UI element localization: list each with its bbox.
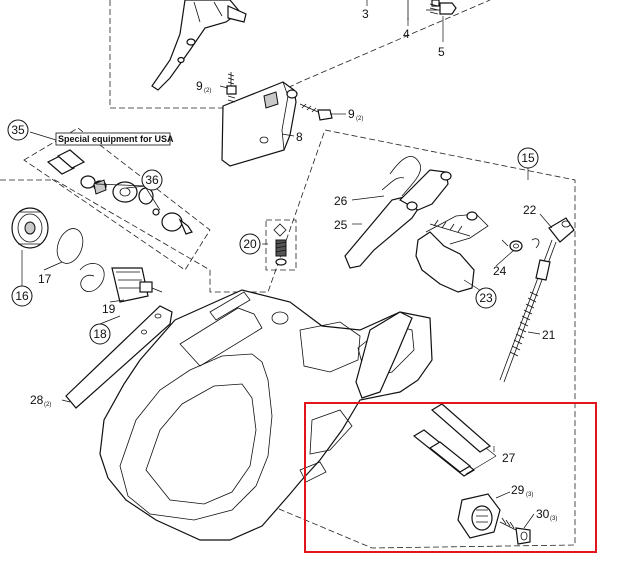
o-ring-part: [56, 228, 84, 264]
clutch-drum-part: [111, 267, 163, 303]
callout-17: 17: [38, 272, 52, 286]
svg-text:36: 36: [145, 173, 159, 187]
spring-kit-part: [265, 219, 297, 271]
callout-36: 36: [141, 169, 163, 191]
callout-20: 20: [239, 233, 261, 255]
callout-18: 18: [89, 323, 111, 345]
svg-text:(2): (2): [204, 88, 211, 94]
top-bracket-part: [151, 0, 247, 91]
callout-5: 5: [438, 45, 445, 59]
callout-35: 35: [7, 119, 29, 141]
svg-text:30: 30: [536, 507, 550, 521]
top-group-frame: [109, 0, 491, 109]
screw-30-part: [499, 517, 531, 545]
svg-text:(2): (2): [356, 116, 363, 122]
adjusting-screw-part: [499, 217, 575, 383]
svg-text:35: 35: [11, 123, 25, 137]
callout-25: 25: [334, 218, 348, 232]
callout-4: 4: [403, 27, 410, 41]
svg-text:23: 23: [479, 291, 493, 305]
callout-23: 23: [475, 287, 497, 309]
svg-text:(2): (2): [44, 402, 51, 408]
screw-9-horizontal: [299, 103, 333, 121]
guide-bar-part: [65, 305, 173, 409]
svg-text:18: 18: [93, 327, 107, 341]
throttle-trigger-part: [344, 156, 452, 269]
callout-28: 28 (2): [30, 393, 51, 408]
svg-text:28: 28: [30, 393, 44, 407]
callout-24: 24: [493, 264, 507, 278]
sprocket-cover-part: [11, 207, 49, 249]
callout-22: 22: [523, 203, 537, 217]
callout-21: 21: [542, 328, 556, 342]
callout-9-right: 9 (2): [348, 107, 363, 122]
usa-special-kit: Special equipment for USA: [46, 132, 193, 235]
svg-text:9: 9: [196, 79, 203, 93]
pins-part: [412, 403, 495, 477]
callout-3: 3: [362, 7, 369, 21]
damper-part: [457, 493, 501, 539]
screw-9-vertical: [226, 72, 237, 103]
callout-15: 15: [517, 147, 539, 169]
svg-text:15: 15: [521, 151, 535, 165]
brake-lever-part: [415, 211, 540, 293]
svg-text:29: 29: [511, 483, 525, 497]
spring-clip-part: [79, 263, 105, 292]
top-screw-part: [407, 0, 457, 20]
callout-26: 26: [334, 194, 348, 208]
main-housing-frame: [0, 129, 576, 549]
callout-19: 19: [102, 302, 116, 316]
svg-text:20: 20: [243, 237, 257, 251]
svg-text:(3): (3): [550, 516, 557, 522]
leader-lines: [21, 0, 553, 529]
highlight-box: [304, 402, 597, 553]
callout-16: 16: [11, 285, 33, 307]
callout-9-upper: 9 (2): [196, 79, 211, 94]
main-housing: [99, 289, 433, 541]
callout-30: 30 (3): [536, 507, 557, 522]
svg-text:9: 9: [348, 107, 355, 121]
svg-text:16: 16: [15, 289, 29, 303]
callout-8: 8: [296, 130, 303, 144]
callout-29: 29 (3): [511, 483, 533, 498]
side-cover-part: [221, 81, 298, 167]
callout-27: 27: [502, 451, 516, 465]
special-equipment-note: Special equipment for USA: [58, 134, 174, 144]
svg-text:(3): (3): [526, 492, 533, 498]
